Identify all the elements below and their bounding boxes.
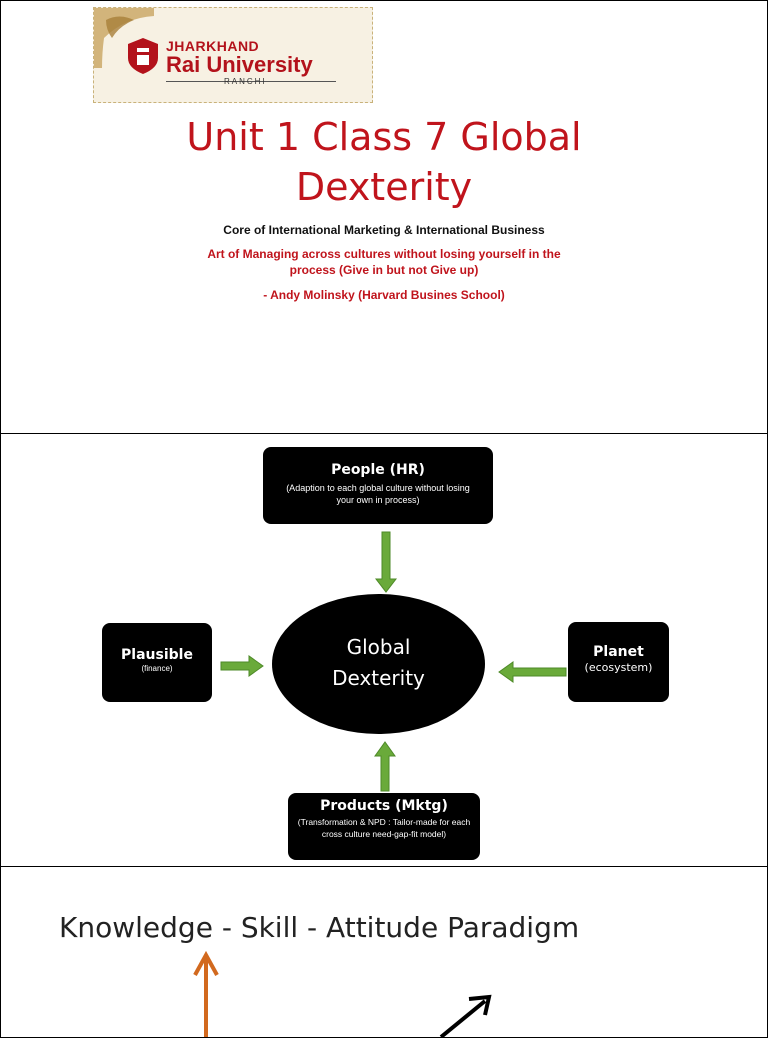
slide-title-line-2: Dexterity (295, 165, 473, 209)
arrow-planet-to-center (498, 661, 567, 683)
slide-title-line-1: Unit 1 Class 7 Global (186, 115, 582, 159)
people-title: People (HR) (331, 462, 425, 478)
ksa-paradigm-title: Knowledge - Skill - Attitude Paradigm (59, 911, 580, 944)
slide-3: Knowledge - Skill - Attitude Paradigm (0, 866, 768, 1038)
center-line-2: Dexterity (332, 666, 425, 690)
products-title: Products (Mktg) (320, 798, 448, 814)
black-diagonal-arrow-icon (439, 994, 492, 1037)
attribution-text: - Andy Molinsky (Harvard Busines School) (263, 288, 505, 302)
planet-box: Planet (ecosystem) (568, 622, 669, 702)
arrow-plausible-to-center (220, 655, 264, 677)
paradigm-arrows (193, 950, 492, 1037)
arrow-products-to-center (374, 741, 396, 792)
products-mktg-box: Products (Mktg) (Transformation & NPD : … (288, 793, 480, 860)
plausible-description: (finance) (141, 664, 173, 673)
people-description: (Adaption to each global culture without… (286, 483, 470, 505)
arrow-people-to-center (374, 531, 398, 593)
people-hr-box: People (HR) (Adaption to each global cul… (263, 447, 493, 524)
products-description: (Transformation & NPD : Tailor-made for … (297, 817, 471, 839)
logo-text-ranchi: RANCHI (224, 77, 267, 86)
slide-1: JHARKHAND Rai University RANCHI Unit 1 C… (0, 0, 768, 434)
slide-2-diagram: People (HR) (Adaption to each global cul… (0, 433, 768, 867)
global-dexterity-center: Global Dexterity (272, 594, 485, 734)
definition-line-2: process (Give in but not Give up) (289, 263, 479, 277)
logo-text-rai-university: Rai University (166, 52, 313, 77)
planet-description: (ecosystem) (584, 661, 653, 674)
university-emblem-icon (128, 38, 158, 74)
logo-text-jharkhand: JHARKHAND (166, 38, 260, 54)
plausible-title: Plausible (121, 647, 193, 663)
logo-divider (166, 81, 336, 82)
subtitle-core: Core of International Marketing & Intern… (223, 223, 545, 237)
planet-title: Planet (593, 644, 644, 660)
ornament-icon (94, 8, 154, 68)
university-logo: JHARKHAND Rai University RANCHI (93, 7, 373, 103)
definition-text: Art of Managing across cultures without … (1, 246, 767, 278)
diagram-arrows (220, 531, 567, 792)
plausible-box: Plausible (finance) (102, 623, 212, 702)
definition-line-1: Art of Managing across cultures without … (207, 247, 561, 261)
center-line-1: Global (346, 635, 411, 659)
orange-up-arrow-icon (193, 950, 219, 1037)
